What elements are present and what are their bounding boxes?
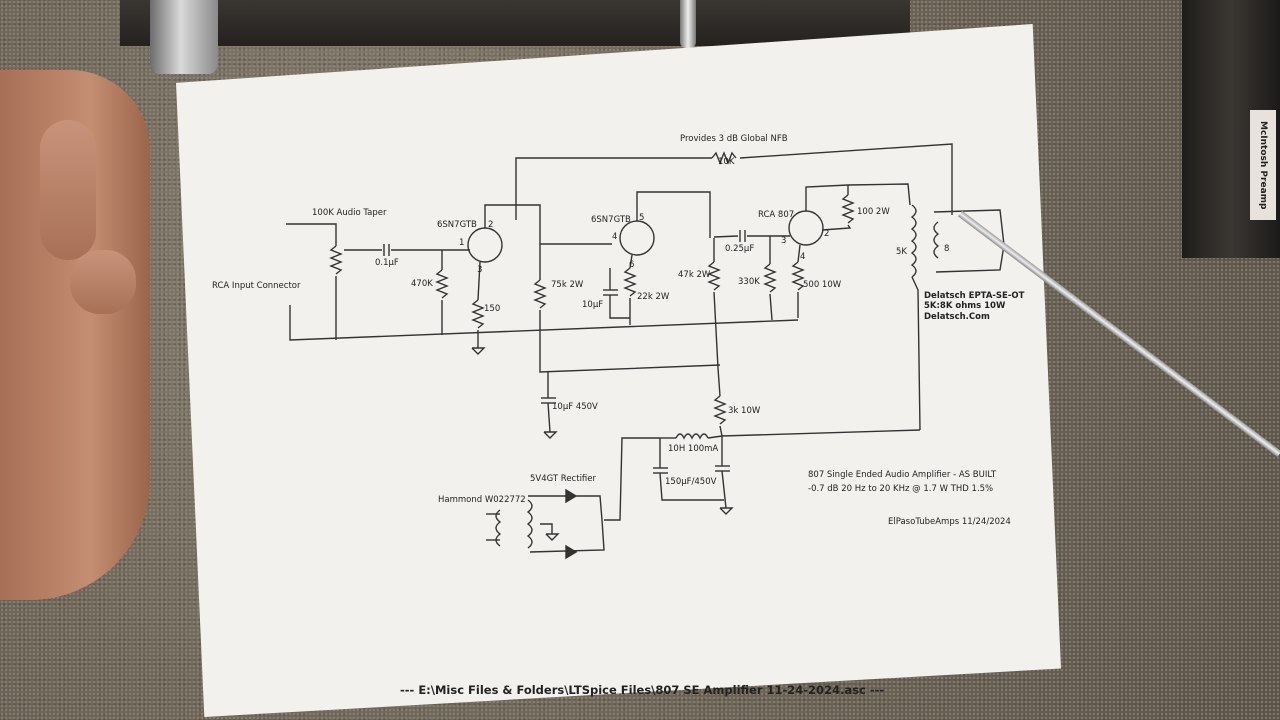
schematic-labels: Provides 3 dB Global NFB 10K 100K Audio …: [212, 134, 1025, 697]
c025-label: 0.25µF: [725, 244, 754, 254]
r22k-label: 22k 2W: [637, 292, 670, 302]
primary-label: 5K: [896, 247, 907, 257]
r75k-label: 75k 2W: [551, 280, 584, 290]
r470k-label: 470K: [411, 279, 433, 289]
v3-label: RCA 807: [758, 210, 794, 220]
c10uf-label: 10µF: [582, 300, 603, 310]
filter-cap1-label: 10µF 450V: [552, 402, 598, 412]
author-label: ElPasoTubeAmps 11/24/2024: [888, 517, 1011, 527]
v2-label: 6SN7GTB: [591, 215, 631, 225]
r330k-label: 330K: [738, 277, 760, 287]
pin-label: 4: [800, 252, 805, 262]
pin-label: 4: [612, 232, 617, 242]
ot-line2: 5K:8K ohms 10W: [924, 301, 1006, 311]
r100-label: 100 2W: [857, 207, 890, 217]
pot-label: 100K Audio Taper: [312, 208, 387, 218]
nfb-resistor-label: 10K: [718, 157, 735, 167]
chrome-knob: [150, 0, 218, 74]
filter-cap2-label: 150µF/450V: [665, 477, 717, 487]
v1-label: 6SN7GTB: [437, 220, 477, 230]
equipment-edge: [120, 0, 910, 46]
pin-label: 6: [629, 260, 634, 270]
transformer-label: Hammond W022772: [438, 495, 526, 505]
r3k-label: 3k 10W: [728, 406, 761, 416]
wires: [286, 143, 1005, 560]
pin-label: 2: [488, 220, 493, 230]
finger: [40, 120, 96, 260]
title-line2: -0.7 dB 20 Hz to 20 KHz @ 1.7 W THD 1.5%: [808, 484, 993, 494]
title-line1: 807 Single Ended Audio Amplifier - AS BU…: [808, 470, 997, 480]
ot-line3: Delatsch.Com: [924, 312, 990, 322]
pin-label: 1: [459, 238, 464, 248]
pin-label: 3: [477, 265, 482, 275]
choke-label: 10H 100mA: [668, 444, 718, 454]
schematic-paper: [176, 24, 1061, 717]
input-cap-label: 0.1µF: [375, 258, 399, 268]
pin-label: 3: [781, 236, 786, 246]
r500-label: 500 10W: [803, 280, 842, 290]
preamp-label: McIntosh Preamp: [1250, 110, 1276, 220]
secondary-label: 8: [944, 244, 949, 254]
input-label: RCA Input Connector: [212, 281, 301, 291]
ot-line1: Delatsch EPTA-SE-OT: [924, 291, 1025, 301]
nfb-label: Provides 3 dB Global NFB: [680, 134, 788, 144]
footer-filepath: --- E:\Misc Files & Folders\LTSpice File…: [400, 683, 884, 697]
rectifier-label: 5V4GT Rectifier: [530, 474, 597, 484]
metal-post: [680, 0, 696, 48]
r150-label: 150: [484, 304, 500, 314]
r47k-label: 47k 2W: [678, 270, 711, 280]
pin-label: 5: [639, 213, 644, 223]
thumb: [70, 250, 136, 314]
pin-label: 2: [824, 229, 829, 239]
